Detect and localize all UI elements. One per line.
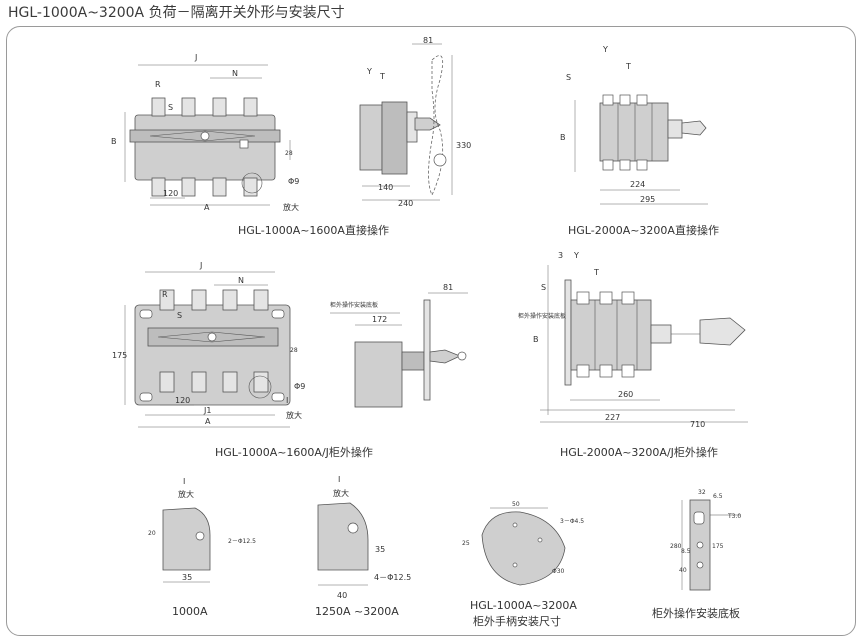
label-phi9b: Φ9 bbox=[294, 382, 305, 391]
label-S: S bbox=[168, 103, 173, 112]
label-140: 140 bbox=[378, 183, 393, 192]
label-227: 227 bbox=[605, 413, 620, 422]
label-A: A bbox=[204, 203, 210, 212]
label-I7: I bbox=[183, 477, 185, 486]
detail-1250a: I 放大 35 40 4－Φ12.5 bbox=[317, 475, 411, 600]
label-3: 3 bbox=[558, 251, 563, 260]
caption-handle-line2: 柜外手柄安装尺寸 bbox=[473, 615, 561, 628]
label-295: 295 bbox=[640, 195, 655, 204]
label-J4: J bbox=[199, 261, 202, 270]
label-S6: S bbox=[541, 283, 546, 292]
label-240: 240 bbox=[398, 199, 413, 208]
caption-1250a: 1250A ~3200A bbox=[315, 605, 399, 618]
label-330: 330 bbox=[456, 141, 471, 150]
label-S4: S bbox=[177, 311, 182, 320]
label-guipanel: 柜外操作安装底板 bbox=[330, 301, 378, 309]
label-120b: 120 bbox=[175, 396, 190, 405]
label-fangda4: 放大 bbox=[286, 410, 302, 420]
label-28: 28 bbox=[285, 150, 293, 157]
label-65: 6.5 bbox=[713, 493, 723, 500]
label-175: 175 bbox=[112, 351, 127, 360]
label-50: 50 bbox=[512, 501, 520, 508]
label-N: N bbox=[232, 69, 238, 78]
caption-1000a: 1000A bbox=[172, 605, 208, 618]
label-Y2: Y bbox=[366, 67, 372, 76]
label-40: 40 bbox=[337, 591, 347, 600]
label-J1: J1 bbox=[203, 406, 211, 415]
label-I4: I bbox=[286, 396, 288, 405]
label-35: 35 bbox=[182, 573, 192, 582]
caption-1000-j: HGL-1000A~1600A/J柜外操作 bbox=[215, 446, 373, 459]
label-I8: I bbox=[338, 475, 340, 484]
drawing-frame bbox=[6, 26, 856, 636]
label-20: 20 bbox=[148, 530, 156, 537]
drawing-1000-j-side: 柜外操作安装底板 172 81 bbox=[330, 283, 468, 408]
label-T2: T bbox=[379, 72, 385, 81]
label-2phi125: 2－Φ12.5 bbox=[228, 538, 256, 545]
label-Y3: Y bbox=[602, 45, 608, 54]
label-t30: T3.0 bbox=[727, 513, 741, 520]
drawing-1000-direct-side: 81 Y T 330 140 240 bbox=[359, 36, 471, 208]
label-A4: A bbox=[205, 417, 211, 426]
label-85: 8.5 bbox=[681, 548, 691, 555]
label-T6: T bbox=[593, 268, 599, 277]
label-R: R bbox=[155, 80, 161, 89]
label-35b: 35 bbox=[375, 545, 385, 554]
page-title: HGL-1000A~3200A 负荷－隔离开关外形与安装尺寸 bbox=[8, 5, 345, 21]
label-81: 81 bbox=[423, 36, 433, 45]
label-phi9: Φ9 bbox=[288, 177, 299, 186]
label-guipanel6: 柜外操作安装底板 bbox=[518, 312, 566, 320]
label-81b: 81 bbox=[443, 283, 453, 292]
drawing-2000-j-side: 3 Y T S B 柜外操作安装底板 260 227 710 bbox=[518, 251, 748, 429]
label-280: 280 bbox=[670, 543, 682, 550]
detail-handle-mount: 50 3－Φ4.5 25 Φ30 bbox=[462, 501, 584, 586]
caption-mount-plate: 柜外操作安装底板 bbox=[652, 607, 740, 620]
label-fangda7: 放大 bbox=[178, 489, 194, 499]
label-R4: R bbox=[162, 290, 168, 299]
label-J: J bbox=[194, 53, 197, 62]
caption-2000-direct: HGL-2000A~3200A直接操作 bbox=[568, 224, 719, 237]
label-B6: B bbox=[533, 335, 539, 344]
label-3phi45: 3－Φ4.5 bbox=[560, 518, 584, 525]
label-40b: 40 bbox=[679, 567, 687, 574]
caption-handle-line1: HGL-1000A~3200A bbox=[470, 599, 577, 612]
label-172: 172 bbox=[372, 315, 387, 324]
caption-1000-direct: HGL-1000A~1600A直接操作 bbox=[238, 224, 389, 237]
label-710: 710 bbox=[690, 420, 705, 429]
label-25: 25 bbox=[462, 540, 470, 547]
drawing-2000-direct-side: Y T S B 224 295 bbox=[560, 45, 708, 205]
caption-2000-j: HGL-2000A~3200A/J柜外操作 bbox=[560, 446, 718, 459]
label-260: 260 bbox=[618, 390, 633, 399]
label-T3: T bbox=[625, 62, 631, 71]
label-fangda: 放大 bbox=[283, 202, 299, 212]
label-N4: N bbox=[238, 276, 244, 285]
label-S3: S bbox=[566, 73, 571, 82]
label-175b: 175 bbox=[712, 543, 724, 550]
detail-1000a: I 放大 20 2－Φ12.5 35 bbox=[148, 477, 256, 583]
label-B: B bbox=[111, 137, 117, 146]
label-Y6: Y bbox=[573, 251, 579, 260]
label-120: 120 bbox=[163, 189, 178, 198]
label-28b: 28 bbox=[290, 347, 298, 354]
label-fangda8: 放大 bbox=[333, 488, 349, 498]
label-32: 32 bbox=[698, 489, 706, 496]
label-phi30: Φ30 bbox=[552, 568, 565, 575]
drawing-1000-direct-front: J N R S B 120 A 28 Φ9 放大 bbox=[111, 53, 299, 212]
label-B3: B bbox=[560, 133, 566, 142]
label-224: 224 bbox=[630, 180, 645, 189]
label-4phi125: 4－Φ12.5 bbox=[374, 573, 411, 582]
detail-mount-plate: 32 6.5 T3.0 280 175 8.5 40 bbox=[670, 489, 741, 591]
drawing-1000-j-front: J N R S 175 28 120 J1 A Φ9 I 放大 bbox=[112, 261, 305, 428]
